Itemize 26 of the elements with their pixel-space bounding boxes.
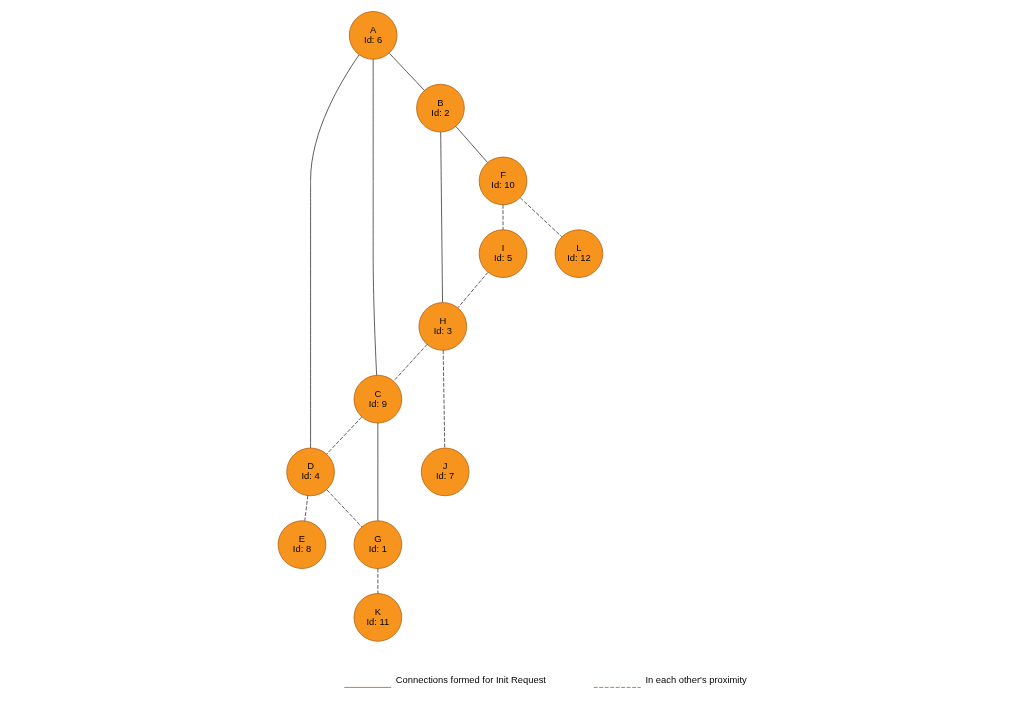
node-circle: F Id: 10 [478, 156, 527, 206]
legend-label: In each other's proximity [644, 675, 747, 686]
node-circle: A Id: 6 [348, 11, 397, 60]
connector [442, 349, 445, 449]
connector [326, 489, 362, 528]
node-circle: B Id: 2 [415, 83, 465, 133]
connector [439, 131, 443, 303]
node-circle: H Id: 3 [418, 302, 467, 351]
connector [455, 126, 488, 163]
node-circle: D Id: 4 [285, 447, 335, 497]
connector [392, 344, 427, 382]
node-circle: C Id: 9 [353, 374, 402, 424]
connector [519, 197, 562, 238]
node-circle: G Id: 1 [353, 520, 402, 569]
legend-label: Connections formed for Init Request [395, 675, 546, 686]
node-circle: I Id: 5 [478, 229, 527, 278]
node-circle: E Id: 8 [277, 520, 326, 569]
node-circle: L Id: 12 [554, 229, 603, 278]
connector [309, 54, 359, 449]
connector [457, 272, 488, 309]
node-circle: K Id: 11 [353, 593, 402, 642]
node-circle: J Id: 7 [420, 447, 469, 497]
connector [303, 495, 308, 522]
connector [388, 53, 425, 91]
connector [325, 416, 362, 455]
connector [372, 59, 377, 376]
